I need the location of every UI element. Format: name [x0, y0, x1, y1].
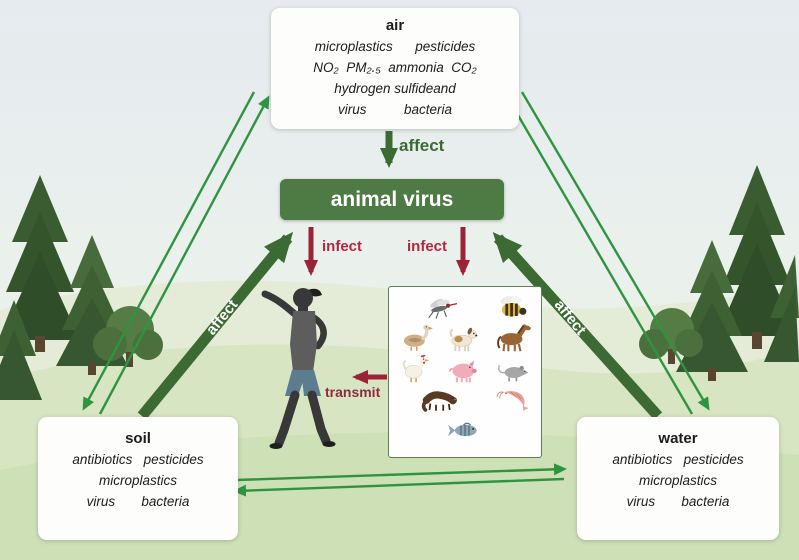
soil-box-line: virus bacteria — [86, 494, 190, 510]
air-box-line: hydrogen sulfideand — [334, 81, 456, 97]
soil-box-title: soil — [125, 430, 151, 447]
water-box: water antibiotics pesticides microplasti… — [577, 417, 779, 540]
animal-virus-label: animal virus — [330, 187, 454, 211]
dog-icon — [449, 327, 478, 352]
animals-box — [388, 286, 542, 458]
affect-arrow-soil — [137, 231, 294, 420]
water-box-line: microplastics — [638, 472, 717, 488]
fish-icon — [448, 422, 477, 437]
soil-box: soil antibiotics pesticides microplastic… — [38, 417, 238, 540]
infect-label-animals: infect — [407, 238, 448, 255]
human-figure-icon — [261, 288, 336, 449]
affect-arrow-water — [492, 232, 663, 420]
shrimp-icon — [496, 391, 529, 411]
infect-label-human: infect — [322, 238, 363, 255]
exchange-arrow-soil-water-right — [235, 463, 567, 482]
mosquito-icon — [428, 299, 458, 319]
bee-icon — [500, 295, 527, 317]
animal-virus-box: animal virus — [280, 179, 504, 220]
soil-box-line: antibiotics pesticides — [72, 451, 204, 467]
water-box-line: antibiotics pesticides — [612, 451, 744, 467]
air-box: air microplastics pesticides NO₂ PM₂.₅ a… — [271, 8, 519, 129]
water-box-title: water — [658, 430, 698, 447]
rat-icon — [498, 364, 529, 382]
air-box-title: air — [385, 17, 405, 34]
chicken-icon — [402, 354, 429, 383]
exchange-arrow-air-water-up — [506, 95, 694, 415]
air-box-line: microplastics pesticides — [314, 38, 476, 54]
air-box-line: NO₂ PM₂.₅ ammonia CO₂ — [313, 59, 477, 75]
water-box-line: virus bacteria — [626, 494, 730, 510]
horse-icon — [497, 324, 532, 352]
goose-icon — [403, 324, 433, 351]
transmit-label: transmit — [325, 384, 381, 400]
mink-icon — [422, 391, 458, 412]
pig-icon — [449, 360, 477, 383]
exchange-arrow-air-soil-up — [98, 95, 270, 415]
trees-left — [0, 175, 163, 400]
air-box-line: virus bacteria — [337, 102, 453, 118]
exchange-arrow-air-water-down — [520, 91, 710, 411]
affect-label-top: affect — [399, 136, 445, 155]
exchange-arrow-soil-water-left — [233, 477, 565, 497]
human-figure — [248, 282, 360, 454]
exchange-arrow-air-soil-down — [82, 91, 256, 411]
trees-right — [639, 165, 799, 381]
soil-box-line: microplastics — [98, 472, 177, 488]
